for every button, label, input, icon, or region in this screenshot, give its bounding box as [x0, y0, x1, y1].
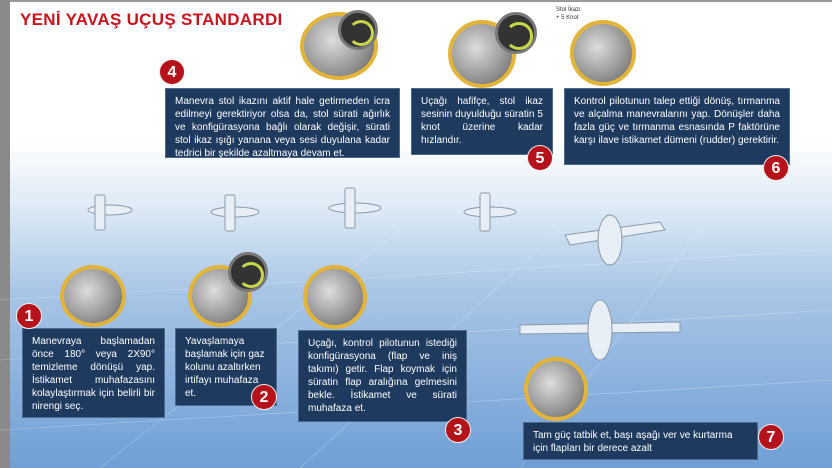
plane-5: [564, 214, 666, 266]
step-3-badge: 3: [445, 417, 471, 443]
page-title: YENİ YAVAŞ UÇUŞ STANDARDI: [20, 10, 283, 29]
airspeed-gauge-icon: [495, 12, 537, 54]
cockpit-photo-1: [60, 265, 126, 327]
step-5-box: Uçağı hafifçe, stol ikaz sesinin duyuldu…: [411, 88, 553, 155]
step-3-box: Uçağı, kontrol pilotunun istediği konfig…: [298, 330, 467, 422]
slide-edge: [0, 0, 10, 468]
step-7-box: Tam güç tatbik et, başı aşağı ver ve kur…: [523, 422, 758, 460]
top-border: [10, 0, 832, 2]
cockpit-photo-3: [303, 265, 367, 329]
step-4-box: Manevra stol ikazını aktif hale getirmed…: [165, 88, 400, 159]
plane-4: [463, 192, 517, 232]
cockpit-photo-6: [570, 20, 636, 86]
step-5-badge: 5: [527, 145, 553, 171]
step-4-badge: 4: [159, 59, 185, 85]
step-6-box: Kontrol pilotunun talep ettiği dönüş, tı…: [564, 88, 790, 165]
airspeed-gauge-icon: [338, 10, 378, 50]
stall-note-line2: + 5 Knot: [556, 15, 579, 21]
stall-note: Stol İkazı + 5 Knot: [556, 6, 581, 22]
step-6-badge: 6: [763, 155, 789, 181]
plane-2: [210, 194, 260, 232]
step-7-badge: 7: [758, 424, 784, 450]
airspeed-gauge-icon: [228, 252, 268, 292]
cockpit-photo-7: [524, 357, 588, 421]
step-1-box: Manevraya başlamadan önce 180° veya 2X90…: [22, 328, 165, 418]
step-2-box: Yavaşlamaya başlamak için gaz kolunu aza…: [175, 328, 277, 406]
stall-note-line1: Stol İkazı: [556, 7, 581, 13]
step-2-badge: 2: [251, 384, 277, 410]
step-1-badge: 1: [16, 303, 42, 329]
plane-6: [519, 299, 681, 361]
plane-1: [87, 194, 133, 231]
plane-3: [328, 187, 382, 229]
